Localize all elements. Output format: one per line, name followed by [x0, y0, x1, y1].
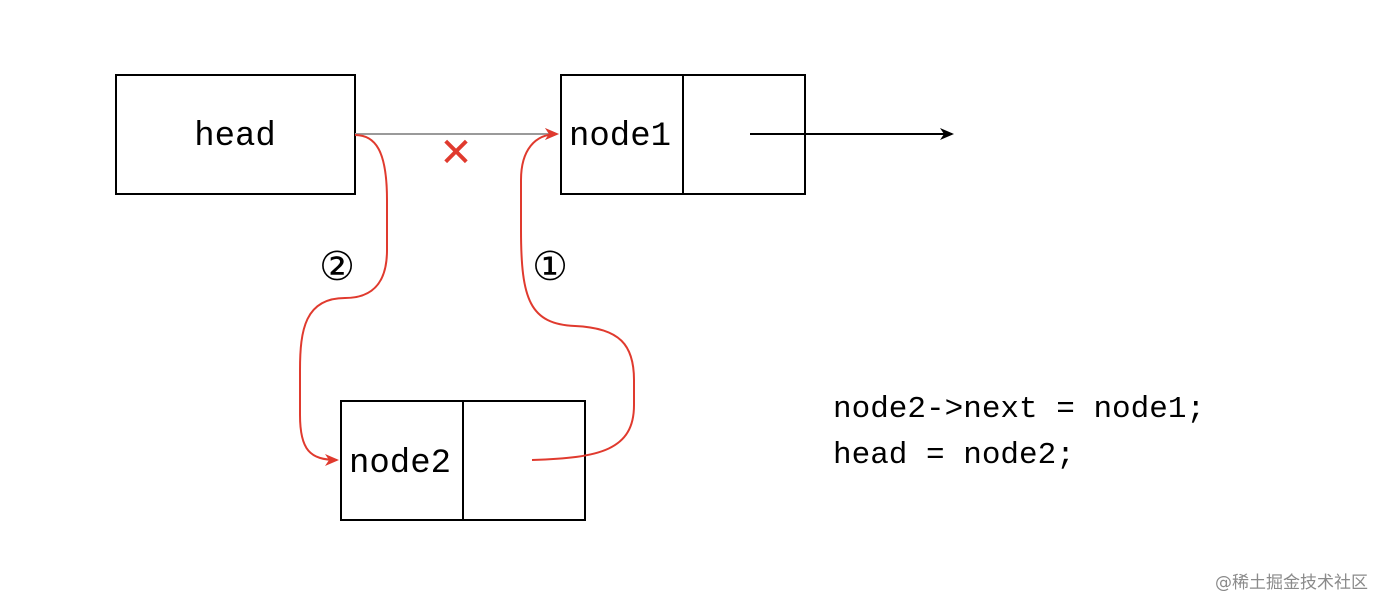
step1-marker: ①	[532, 244, 568, 290]
code-line-2: head = node2;	[833, 438, 1075, 473]
broken-link-cross-icon: ✕	[439, 130, 473, 176]
node1-label: node1	[569, 118, 671, 156]
head-label: head	[194, 118, 276, 156]
head-box	[115, 74, 356, 195]
node2-label: node2	[349, 445, 451, 483]
step2-marker: ②	[319, 244, 355, 290]
code-snippet: node2->next = node1; head = node2;	[833, 392, 1205, 473]
step2-head-to-node2-arrow	[299, 134, 388, 466]
node2: node2	[340, 400, 586, 521]
step1-node2-to-node1-arrow	[520, 128, 635, 461]
watermark: @稀土掘金技术社区	[1215, 573, 1368, 593]
node1: node1	[560, 74, 806, 195]
head-node: head	[115, 74, 356, 195]
code-line-1: node2->next = node1;	[833, 392, 1205, 427]
